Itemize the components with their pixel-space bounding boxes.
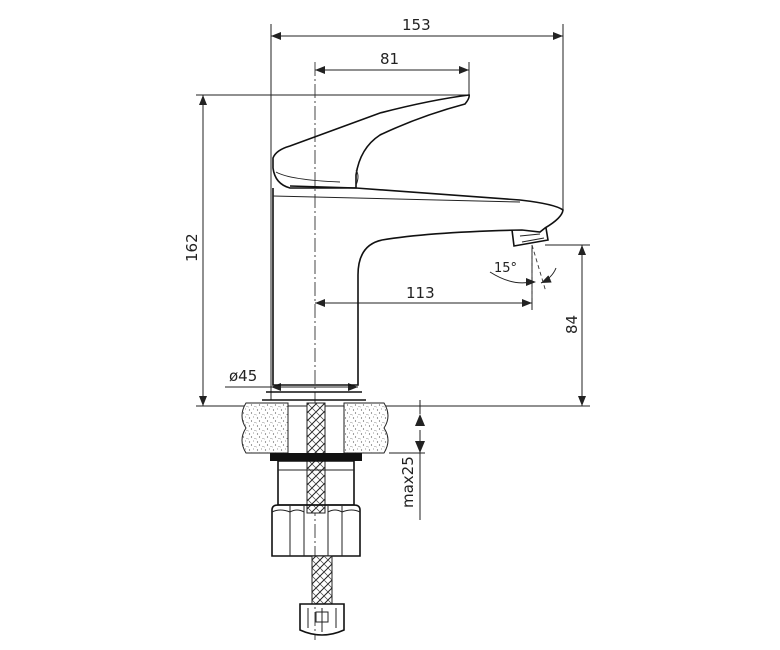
fluted-nut bbox=[271, 504, 361, 557]
countertop-left bbox=[241, 402, 289, 454]
countertop-right bbox=[343, 402, 389, 454]
countertop-section bbox=[241, 402, 389, 454]
dimension-overall-width: 153 bbox=[270, 16, 564, 400]
spout-aerator bbox=[511, 227, 549, 247]
dimension-max-thickness: max25 bbox=[389, 400, 425, 520]
dimension-handle-width: 81 bbox=[315, 50, 470, 96]
spout-angle-annotation: 15° bbox=[489, 244, 557, 300]
mounting-assembly bbox=[270, 402, 362, 636]
spout-height-label: 84 bbox=[563, 315, 581, 334]
faucet-column-and-spout bbox=[272, 185, 564, 386]
faucet-handle bbox=[272, 94, 470, 189]
total-height-label: 162 bbox=[183, 233, 201, 262]
hose-end-fitting bbox=[299, 603, 345, 636]
handle-width-label: 81 bbox=[380, 50, 399, 68]
dimension-total-height: 162 bbox=[183, 94, 470, 407]
mounting-gasket bbox=[270, 453, 362, 461]
dimension-spout-height: 84 bbox=[420, 244, 590, 407]
dimension-base-diameter: ø45 bbox=[225, 367, 358, 391]
faucet-body bbox=[262, 94, 564, 401]
base-diameter-label: ø45 bbox=[229, 367, 257, 385]
dimension-spout-reach: 113 bbox=[315, 248, 533, 310]
spout-reach-label: 113 bbox=[406, 284, 435, 302]
max-thickness-label: max25 bbox=[399, 456, 417, 508]
spout-angle-label: 15° bbox=[494, 261, 517, 276]
overall-width-label: 153 bbox=[402, 16, 431, 34]
